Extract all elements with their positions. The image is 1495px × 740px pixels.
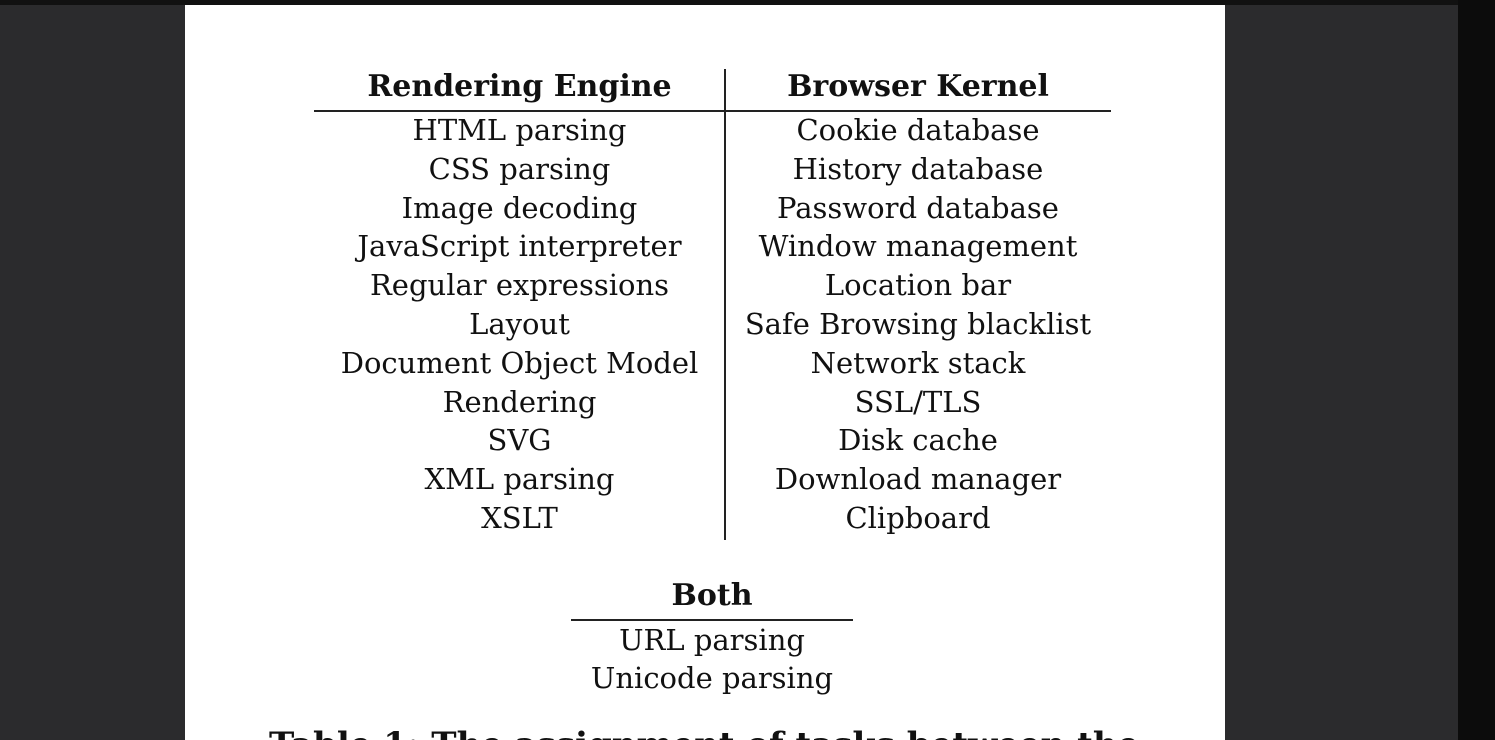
table-cell: Rendering xyxy=(442,384,597,419)
table-cell: Network stack xyxy=(810,345,1026,380)
table-cell: URL parsing xyxy=(619,622,805,657)
document-page: Rendering Engine HTML parsing CSS parsin… xyxy=(185,5,1225,740)
table-cell: XSLT xyxy=(481,500,558,535)
table-cell: Regular expressions xyxy=(369,268,670,303)
both-table: Both URL parsing Unicode parsing xyxy=(571,573,853,697)
viewer-top-edge xyxy=(0,0,1495,5)
table-cell: Password database xyxy=(777,190,1059,225)
table-cell: XML parsing xyxy=(424,462,615,497)
both-header-rule xyxy=(571,619,853,621)
table-cell: SVG xyxy=(487,423,552,458)
table-cell: Unicode parsing xyxy=(590,660,834,695)
table-cell: Download manager xyxy=(774,462,1062,497)
table-cell: CSS parsing xyxy=(428,151,611,186)
viewer-right-edge xyxy=(1458,0,1495,740)
table-cell: History database xyxy=(792,151,1044,186)
table-cell: Disk cache xyxy=(838,423,998,458)
column-divider xyxy=(724,69,726,540)
table-cell: Layout xyxy=(469,306,570,341)
table-cell: Cookie database xyxy=(796,113,1040,147)
browser-kernel-header: Browser Kernel xyxy=(787,69,1049,104)
table-cell: Location bar xyxy=(824,268,1012,303)
table-caption: Table 1: The assignment of tasks between… xyxy=(269,725,1139,740)
table-cell: Image decoding xyxy=(401,190,638,225)
both-header: Both xyxy=(671,578,753,613)
table-cell: Document Object Model xyxy=(340,345,699,380)
table-cell: JavaScript interpreter xyxy=(357,229,682,264)
rendering-engine-header: Rendering Engine xyxy=(367,69,672,104)
rendering-engine-column: Rendering Engine HTML parsing CSS parsin… xyxy=(314,63,725,538)
table-cell: SSL/TLS xyxy=(854,384,982,419)
table-cell: Clipboard xyxy=(845,500,991,535)
header-rule xyxy=(314,110,1111,112)
table-cell: HTML parsing xyxy=(412,113,627,147)
table-cell: Window management xyxy=(758,229,1078,264)
table-cell: Safe Browsing blacklist xyxy=(744,306,1092,341)
browser-kernel-column: Browser Kernel Cookie database History d… xyxy=(725,63,1111,538)
